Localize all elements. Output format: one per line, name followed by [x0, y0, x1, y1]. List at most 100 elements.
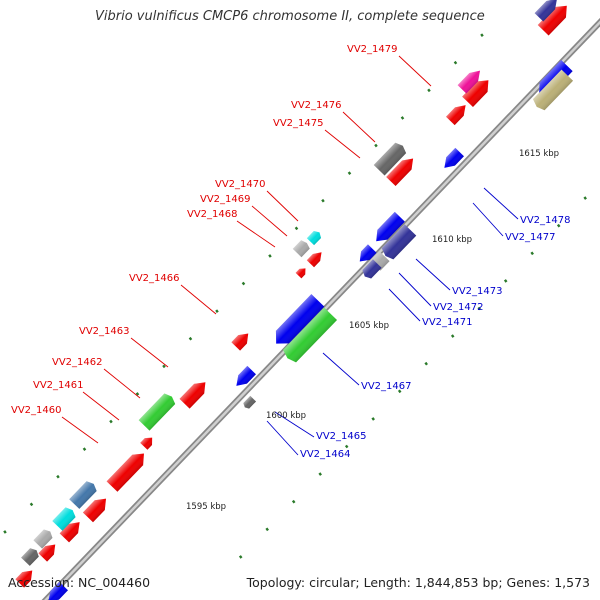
leader-line — [180, 284, 217, 315]
gene-arrow-vv2-1458a[interactable] — [38, 540, 59, 562]
gene-arrow-vv2-1470b[interactable] — [295, 266, 309, 279]
gene-label-vv2-1460[interactable]: VV2_1460 — [11, 405, 62, 416]
tick-mark — [29, 502, 34, 507]
tick-marks — [3, 33, 587, 559]
gene-arrow-vv2-1464[interactable] — [242, 395, 257, 410]
gene-arrow-vv2-1470a[interactable] — [306, 249, 325, 268]
tick-mark — [268, 254, 272, 258]
leader-line — [322, 352, 360, 386]
gene-arrow-vv2-1470c[interactable] — [306, 229, 323, 246]
gene-label-vv2-1478[interactable]: VV2_1478 — [520, 215, 571, 226]
gene-arrow-vv2-1467a[interactable] — [270, 294, 325, 350]
gene-arrow-vv2-1476[interactable] — [446, 101, 470, 126]
tick-mark — [162, 364, 166, 369]
gene-label-vv2-1473[interactable]: VV2_1473 — [452, 286, 503, 297]
gene-arrow-vv2-1458b[interactable] — [33, 527, 54, 549]
leader-line — [103, 368, 141, 399]
gene-arrow-vv2-1461[interactable] — [106, 448, 150, 492]
tick-mark — [188, 336, 193, 341]
gene-label-vv2-1475[interactable]: VV2_1475 — [273, 118, 324, 129]
tick-mark — [556, 223, 561, 228]
leader-line — [483, 187, 519, 220]
leader-line — [324, 129, 361, 159]
gene-arrow-vv2-1480[interactable] — [537, 1, 572, 36]
tick-mark — [318, 472, 322, 476]
leader-line — [266, 420, 299, 456]
leader-line — [398, 55, 432, 87]
tick-mark — [82, 447, 87, 451]
tick-mark — [109, 419, 113, 424]
gene-arrow-vv2-1469[interactable] — [292, 239, 311, 258]
gene-arrow-vv2-1467b[interactable] — [281, 307, 338, 364]
gene-arrow-vv2-1457[interactable] — [21, 546, 41, 566]
tick-mark — [427, 88, 431, 93]
tick-mark — [477, 306, 481, 311]
accession-text: Accession: NC_004460 — [8, 575, 151, 590]
gene-label-vv2-1464[interactable]: VV2_1464 — [300, 449, 351, 460]
leader-line — [130, 337, 169, 368]
gene-arrow-vv2-1460a[interactable] — [82, 494, 111, 523]
gene-label-vv2-1463[interactable]: VV2_1463 — [79, 326, 130, 337]
leader-line — [236, 220, 276, 248]
gene-arrow-vv2-1465[interactable] — [232, 365, 256, 390]
gene-arrow-vv2-1477[interactable] — [371, 211, 405, 246]
gene-label-vv2-1467[interactable]: VV2_1467 — [361, 381, 412, 392]
leader-line — [266, 190, 299, 222]
gene-arrow-vv2-1463a[interactable] — [179, 377, 211, 409]
tick-mark — [530, 251, 534, 256]
gene-features[interactable] — [15, 0, 574, 600]
tick-mark — [215, 309, 219, 313]
gene-arrow-vv2-1459b[interactable] — [52, 505, 77, 531]
leader-line — [342, 111, 376, 143]
gene-arrow-vv2-1478[interactable] — [440, 147, 464, 172]
map-title: Vibrio vulnificus CMCP6 chromosome II, c… — [95, 9, 485, 24]
gene-arrow-vv2-1460b[interactable] — [69, 479, 99, 509]
gene-arrow-vv2-1480b[interactable] — [534, 0, 562, 22]
gene-arrow-vv2-1475b[interactable] — [373, 141, 408, 176]
gene-label-vv2-1472[interactable]: VV2_1472 — [433, 302, 484, 313]
gene-arrow-vv2-1475[interactable] — [386, 154, 418, 187]
tick-mark — [480, 33, 484, 37]
tick-mark — [3, 530, 7, 534]
tick-mark — [371, 417, 375, 421]
tick-mark — [321, 198, 325, 203]
scale-label: 1600 kbp — [266, 411, 306, 421]
label-leader-lines — [61, 55, 519, 456]
leader-line — [274, 411, 315, 438]
gene-arrow-vv2-1471[interactable] — [360, 259, 382, 280]
gene-label-vv2-1471[interactable]: VV2_1471 — [422, 317, 473, 328]
gene-label-vv2-1470[interactable]: VV2_1470 — [215, 179, 266, 190]
gene-arrow-vv2-1459a[interactable] — [59, 518, 85, 543]
gene-label-vv2-1469[interactable]: VV2_1469 — [200, 194, 251, 205]
leader-line — [251, 205, 288, 237]
gene-label-vv2-1476[interactable]: VV2_1476 — [291, 100, 342, 111]
tick-mark — [294, 226, 299, 231]
tick-mark — [400, 116, 405, 120]
gene-arrow-vv2-1473[interactable] — [380, 224, 417, 261]
tick-mark — [503, 279, 508, 283]
scale-label: 1595 kbp — [186, 502, 226, 512]
gene-arrow-vv2-1456[interactable] — [15, 566, 36, 588]
gene-arrow-vv2-1455[interactable] — [44, 581, 68, 600]
gene-label-vv2-1465[interactable]: VV2_1465 — [316, 431, 367, 442]
gene-label-vv2-1477[interactable]: VV2_1477 — [505, 232, 556, 243]
gene-arrow-vv2-1479[interactable] — [462, 75, 494, 108]
gene-label-vv2-1468[interactable]: VV2_1468 — [187, 209, 238, 220]
gene-arrow-vv2-1481b[interactable] — [531, 69, 574, 113]
gene-arrow-vv2-1462[interactable] — [140, 434, 156, 450]
gene-label-vv2-1479[interactable]: VV2_1479 — [347, 44, 398, 55]
gene-label-vv2-1462[interactable]: VV2_1462 — [52, 357, 103, 368]
tick-mark — [397, 389, 402, 394]
gene-arrow-vv2-1466[interactable] — [231, 329, 252, 351]
gene-label-vv2-1466[interactable]: VV2_1466 — [129, 273, 180, 284]
tick-mark — [344, 444, 349, 449]
gene-arrow-vv2-1463b[interactable] — [138, 391, 178, 431]
tick-mark — [238, 555, 243, 559]
leader-line — [472, 202, 504, 237]
tick-mark — [583, 196, 587, 200]
tick-mark — [374, 143, 378, 148]
gene-arrow-vv2-1479b[interactable] — [457, 66, 485, 94]
gene-arrow-vv2-1472[interactable] — [355, 244, 377, 265]
gene-label-vv2-1461[interactable]: VV2_1461 — [33, 380, 84, 391]
